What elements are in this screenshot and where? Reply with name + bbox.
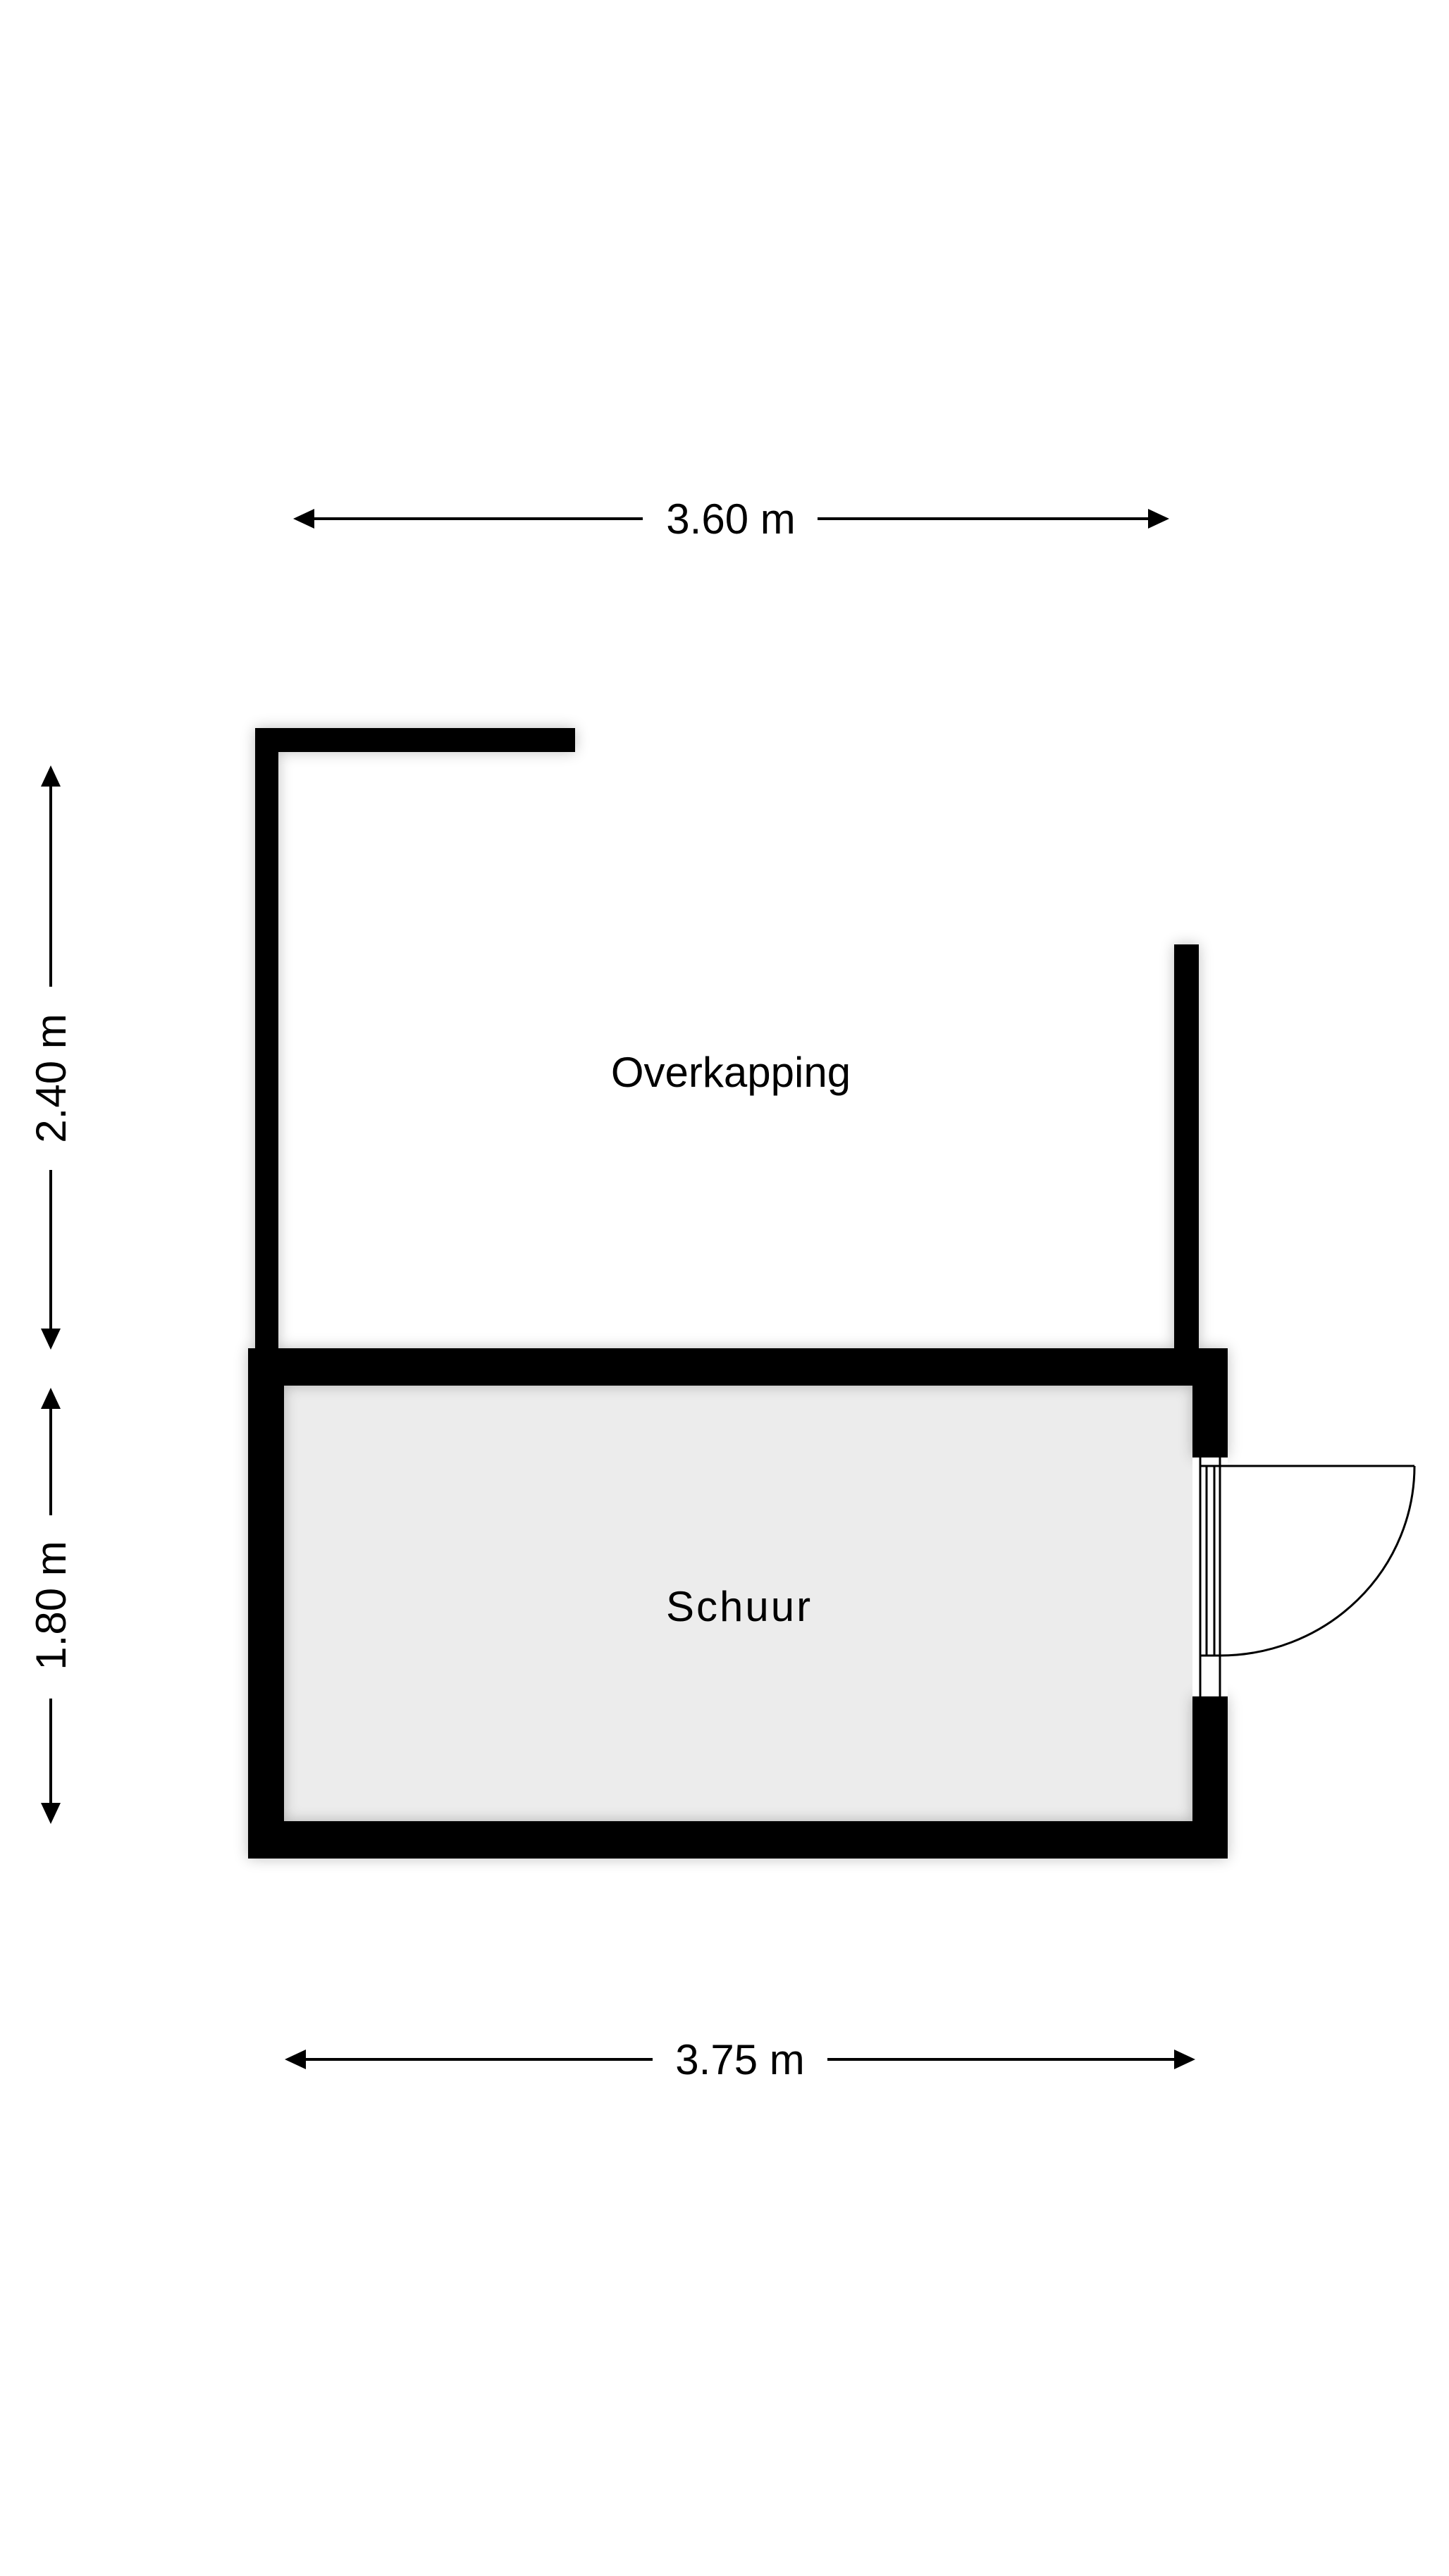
dimension-top: 3.60 m: [293, 495, 1169, 543]
dimension-left-upper: 2.40 m: [27, 765, 75, 1350]
schuur-floor: [283, 1386, 1192, 1822]
dimension-bottom: 3.75 m: [285, 2036, 1195, 2083]
door-swing-arc: [1219, 1465, 1416, 1657]
dimension-left-lower: 1.80 m: [27, 1388, 75, 1824]
dimension-left-lower-label: 1.80 m: [27, 1541, 75, 1670]
door: [1192, 1458, 1416, 1696]
schuur-right-wall-upper: [1192, 1348, 1228, 1458]
dimension-left-upper-label: 2.40 m: [27, 1013, 75, 1142]
room-label-schuur: Schuur: [666, 1583, 813, 1630]
walls: [248, 728, 1228, 1859]
overkapping-right-post: [1174, 944, 1199, 1360]
dimension-top-label: 3.60 m: [666, 495, 795, 543]
schuur-left-wall: [248, 1367, 284, 1859]
dimension-bottom-label: 3.75 m: [675, 2036, 804, 2083]
overkapping-left-wall: [255, 728, 278, 1362]
schuur-bottom-wall: [248, 1821, 1228, 1859]
overkapping-top-wall: [255, 728, 575, 752]
schuur-right-wall-lower: [1192, 1696, 1228, 1859]
room-label-overkapping: Overkapping: [611, 1049, 851, 1096]
schuur-top-wall: [248, 1348, 1228, 1386]
